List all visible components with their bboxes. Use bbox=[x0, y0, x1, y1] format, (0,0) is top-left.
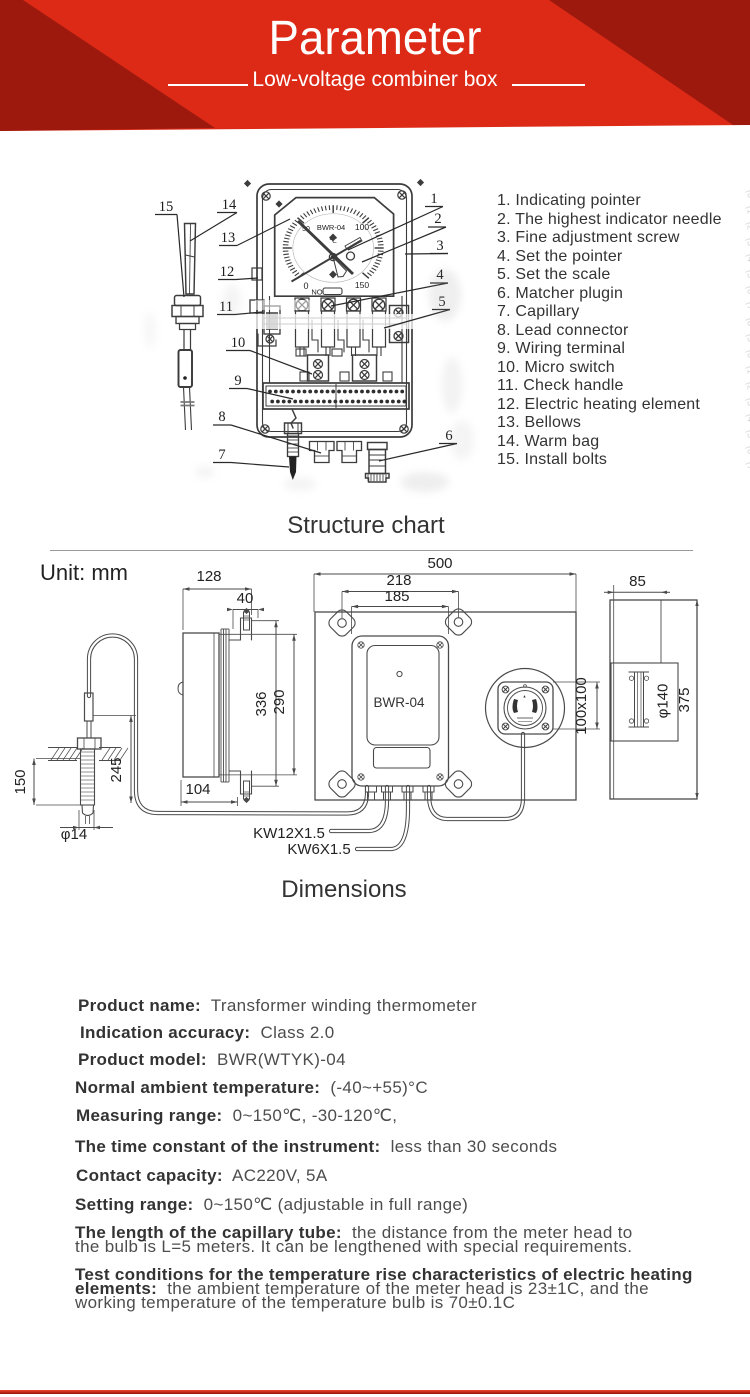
svg-text:8: 8 bbox=[218, 409, 225, 425]
svg-text:100x100: 100x100 bbox=[573, 677, 590, 735]
svg-text:85: 85 bbox=[629, 573, 646, 590]
svg-text:(6: (6 bbox=[746, 446, 750, 454]
svg-text:(0: (0 bbox=[746, 350, 750, 358]
svg-text:(2: (2 bbox=[746, 382, 750, 390]
svg-text:150: 150 bbox=[355, 280, 369, 290]
svg-text:φ140: φ140 bbox=[655, 684, 672, 719]
svg-text:1: 1 bbox=[430, 191, 437, 207]
svg-text:375: 375 bbox=[676, 687, 693, 712]
svg-text:KW6X1.5: KW6X1.5 bbox=[287, 841, 350, 858]
svg-text:9: 9 bbox=[234, 373, 241, 389]
svg-text:(5: (5 bbox=[746, 430, 750, 438]
svg-text:(0: (0 bbox=[746, 190, 750, 198]
svg-text:BWR-04: BWR-04 bbox=[373, 695, 424, 710]
svg-text:10: 10 bbox=[231, 335, 246, 351]
svg-text:BWR-04: BWR-04 bbox=[317, 223, 345, 232]
svg-text:KW12X1.5: KW12X1.5 bbox=[253, 825, 325, 842]
svg-text:185: 185 bbox=[384, 588, 409, 605]
svg-text:7: 7 bbox=[218, 447, 225, 463]
svg-text:218: 218 bbox=[386, 572, 411, 589]
svg-text:(7: (7 bbox=[746, 302, 750, 310]
svg-text:0: 0 bbox=[303, 281, 308, 291]
svg-text:245: 245 bbox=[108, 757, 125, 782]
svg-text:(1: (1 bbox=[746, 206, 750, 214]
svg-text:(4: (4 bbox=[746, 414, 750, 422]
svg-text:▲: ▲ bbox=[523, 694, 527, 699]
svg-text:15: 15 bbox=[159, 199, 174, 215]
svg-text:(6: (6 bbox=[746, 286, 750, 294]
svg-text:(9: (9 bbox=[746, 334, 750, 342]
svg-text:128: 128 bbox=[196, 568, 221, 585]
svg-text:14: 14 bbox=[222, 197, 237, 213]
svg-text:(7: (7 bbox=[746, 462, 750, 470]
svg-text:(4: (4 bbox=[746, 254, 750, 262]
svg-text:(3: (3 bbox=[746, 238, 750, 246]
svg-text:3: 3 bbox=[436, 238, 443, 254]
svg-text:104: 104 bbox=[185, 781, 210, 798]
svg-text:℃: ℃ bbox=[329, 238, 337, 245]
svg-text:(1: (1 bbox=[746, 366, 750, 374]
svg-text:13: 13 bbox=[221, 230, 236, 246]
svg-text:336: 336 bbox=[253, 691, 270, 716]
svg-text:(8: (8 bbox=[746, 318, 750, 326]
svg-text:40: 40 bbox=[237, 590, 254, 607]
svg-text:φ14: φ14 bbox=[61, 826, 87, 843]
svg-text:6: 6 bbox=[445, 428, 452, 444]
svg-text:12: 12 bbox=[220, 264, 235, 280]
svg-text:500: 500 bbox=[427, 555, 452, 572]
svg-text:290: 290 bbox=[271, 689, 288, 714]
svg-text:2: 2 bbox=[434, 211, 441, 227]
svg-text:(5: (5 bbox=[746, 270, 750, 278]
svg-text:NO: NO bbox=[311, 288, 322, 297]
svg-text:(3: (3 bbox=[746, 398, 750, 406]
svg-text:150: 150 bbox=[12, 769, 29, 794]
svg-text:100: 100 bbox=[355, 222, 369, 232]
svg-text:(2: (2 bbox=[746, 222, 750, 230]
